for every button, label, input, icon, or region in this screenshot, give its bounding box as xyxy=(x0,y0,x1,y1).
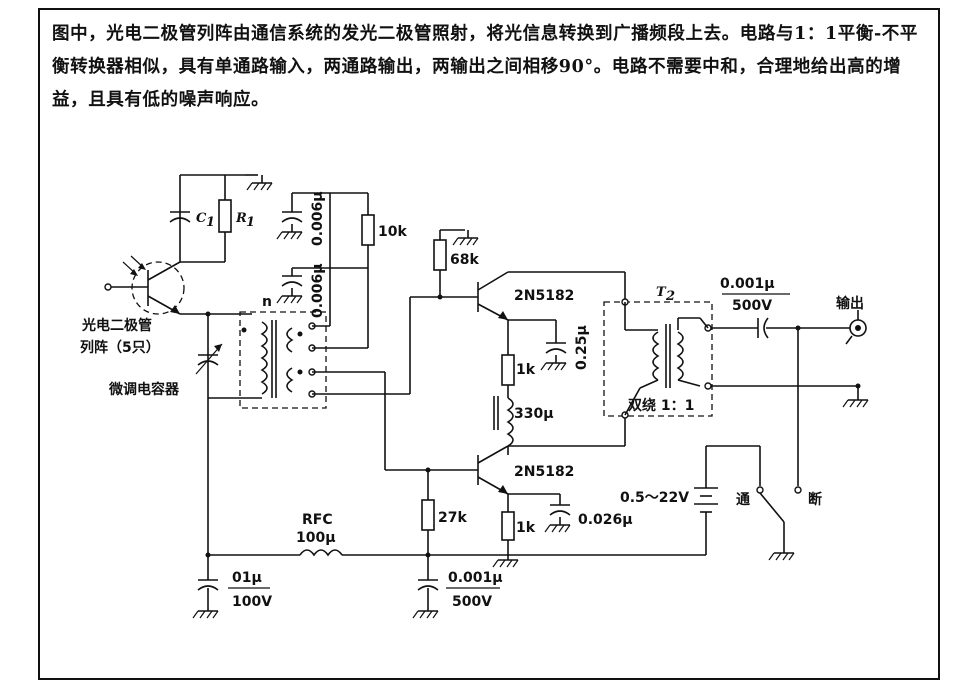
resistor-10k: 10k xyxy=(312,193,407,349)
tuning-caps: 0.006μ 0.006μ xyxy=(276,191,368,327)
svg-text:T: T xyxy=(656,285,667,300)
svg-text:500V: 500V xyxy=(452,594,492,610)
svg-text:断: 断 xyxy=(808,491,822,508)
transistor-q2: 2N5182 xyxy=(385,445,574,495)
photodiode-transistor xyxy=(104,255,185,315)
svg-text:330μ: 330μ xyxy=(514,406,554,422)
output-capacitor: 0.001μ 500V xyxy=(711,276,850,339)
svg-text:2: 2 xyxy=(665,289,675,304)
svg-text:2N5182: 2N5182 xyxy=(514,464,574,480)
svg-text:0.5～22V: 0.5～22V xyxy=(620,490,689,506)
svg-text:01μ: 01μ xyxy=(232,570,262,586)
svg-text:1k: 1k xyxy=(516,520,536,536)
trimmer-capacitor xyxy=(195,343,223,375)
trimmer-label: 微调电容器 xyxy=(108,381,180,398)
svg-text:10k: 10k xyxy=(378,224,407,240)
svg-text:1k: 1k xyxy=(516,362,536,378)
svg-text:0.026μ: 0.026μ xyxy=(578,512,633,528)
svg-text:100V: 100V xyxy=(232,594,272,610)
svg-text:1: 1 xyxy=(246,215,255,230)
input-transformer xyxy=(208,311,327,409)
figure-frame xyxy=(38,8,940,680)
svg-text:500V: 500V xyxy=(732,298,772,314)
cap-top-label: 0.006μ xyxy=(310,191,326,246)
svg-text:2N5182: 2N5182 xyxy=(514,288,574,304)
svg-text:通: 通 xyxy=(736,492,750,508)
svg-text:27k: 27k xyxy=(438,510,467,526)
svg-text:68k: 68k xyxy=(450,252,479,268)
description-text: 图中，光电二极管列阵由通信系统的发光二极管照射，将光信息转换到广播频段上去。电路… xyxy=(52,24,919,110)
transistor-q1: 2N5182 xyxy=(477,271,626,321)
transformer-n-label: n xyxy=(262,294,272,310)
svg-text:输出: 输出 xyxy=(836,295,864,312)
svg-text:100μ: 100μ xyxy=(296,530,336,546)
svg-text:0.001μ: 0.001μ xyxy=(720,276,775,292)
bifilar-label: 双绕 1：1 xyxy=(628,397,694,414)
c1-r1-network: C 1 R 1 xyxy=(169,174,273,263)
output-jack: 输出 xyxy=(836,295,867,345)
cap-mid-label: 0.006μ xyxy=(310,263,326,318)
photodiode-label-1: 光电二极管 xyxy=(81,317,152,334)
photodiode-label-2: 列阵（5只） xyxy=(80,339,160,356)
svg-text:RFC: RFC xyxy=(302,512,333,528)
svg-text:0.001μ: 0.001μ xyxy=(448,570,503,586)
inductor-330u: 330μ xyxy=(493,396,554,447)
bypass-cap-001u: 0.001μ 500V xyxy=(412,555,503,619)
svg-text:1: 1 xyxy=(206,215,215,230)
output-transformer-t2: T 2 双绕 1：1 xyxy=(603,285,713,419)
supply-and-switch: 0.5～22V 通 断 xyxy=(620,445,822,561)
r1-label: R xyxy=(235,211,247,226)
c1-label: C xyxy=(196,211,207,226)
bypass-cap-01u: 01μ 100V xyxy=(192,555,272,619)
rf-choke: RFC 100μ xyxy=(296,512,343,557)
resistor-68k: 68k xyxy=(433,229,479,300)
cap-025-label: 0.25μ xyxy=(574,325,590,370)
